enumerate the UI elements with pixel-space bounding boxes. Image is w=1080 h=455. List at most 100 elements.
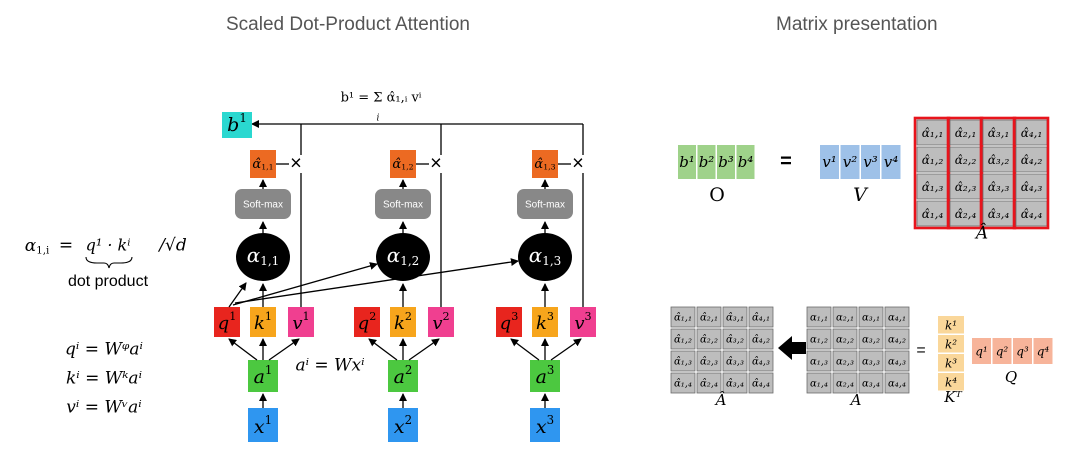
kt-col-text-2: k²: [945, 337, 957, 351]
kt-col-cell-2: [938, 335, 964, 353]
col-3-a-label: a3: [536, 363, 555, 388]
col-3-ahat-label-sub: 1,3: [543, 162, 555, 171]
bottom-ahat-t4-r3: α̂₄,₃: [752, 357, 770, 368]
q-row-text-3: q³: [1016, 345, 1029, 359]
v-row-text-1: v¹: [822, 153, 837, 171]
o-row-cell-3: [717, 145, 735, 179]
col-1-ahat-box: [250, 150, 276, 178]
v-row-cell-2: [840, 145, 860, 179]
col-2-k-box: [390, 307, 416, 337]
top-ahat-t2-r3: α̂₂,₃: [955, 180, 977, 194]
col-3-softmax-box: [517, 189, 573, 219]
top-ahat-t3-r3: α̂₃,₃: [988, 180, 1010, 194]
a-matrix-c1-r1: [806, 306, 832, 328]
alpha-formula-div: /√d: [157, 236, 187, 256]
col-1-ahat-label-base: α̂: [252, 157, 261, 172]
dot-product-label: dot product: [68, 273, 149, 290]
bottom-ahat-c2-r3: [696, 350, 722, 372]
col-3-x-box: [530, 408, 560, 442]
col-1-k-box: [250, 307, 276, 337]
top-ahat-col-outline-4: [1012, 116, 1050, 230]
a-matrix-c2-r1: [832, 306, 858, 328]
q-row-cell-4: [1033, 338, 1053, 364]
bottom-ahat-c4-r2: [748, 328, 774, 350]
bottom-ahat-t2-r1: α̂₂,₁: [700, 313, 718, 324]
b1-label-base: b: [227, 114, 239, 136]
col-2-q-label: q2: [358, 310, 377, 334]
b1-box: [222, 112, 252, 138]
col-1-a-box: [248, 360, 278, 392]
eq-v: vⁱ = Wᵛaⁱ: [66, 398, 141, 418]
o-row-cell-2: [697, 145, 716, 179]
a-matrix-c3-r3: [858, 350, 884, 372]
top-ahat-c2-r3: [949, 173, 982, 200]
kt-col-cell-4: [938, 373, 964, 391]
col-2-ahat-label: α̂1,2: [392, 157, 413, 172]
bottom-ahat-c4-r1: [748, 306, 774, 328]
col-1-x-box: [248, 408, 278, 442]
col-1-q-box: [214, 307, 240, 337]
col-2-ahat-box: [390, 150, 416, 178]
top-ahat-t3-r4: α̂₃,₄: [988, 207, 1010, 221]
kt-col-text-3: k³: [945, 356, 957, 370]
v-label: V: [853, 184, 869, 206]
col-3-softmax-label: Soft-max: [525, 200, 565, 211]
col-3-q-box: [496, 307, 522, 337]
v-row-cell-1: [820, 145, 839, 179]
bottom-ahat-t4-r1: α̂₄,₁: [752, 313, 770, 324]
a-matrix-t4-r2: α₄,₂: [888, 335, 906, 346]
b1-label-sup: 1: [239, 111, 247, 125]
col-3-ahat-label-base: α̂: [534, 157, 543, 172]
top-ahat-c1-r2: [916, 146, 949, 173]
col-3-a-to-v: [550, 338, 582, 361]
o-row-text-4: b⁴: [738, 153, 754, 171]
col-1-k-label: k1: [254, 310, 272, 334]
o-row-text-1: b¹: [679, 153, 695, 171]
col-3-x-label: x3: [536, 413, 554, 438]
top-ahat-t4-r3: α̂₄,₃: [1021, 180, 1043, 194]
bottom-equals: =: [916, 342, 925, 359]
o-row-cell-1: [678, 145, 696, 179]
top-ahat-t3-r1: α̂₃,₁: [988, 126, 1010, 140]
bottom-ahat-t1-r2: α̂₁,₂: [674, 335, 692, 346]
o-row-text-3: b³: [718, 153, 734, 171]
col-1-k-label-sup: 1: [265, 310, 272, 323]
bottom-ahat-t3-r3: α̂₃,₃: [726, 357, 744, 368]
top-ahat-t2-r2: α̂₂,₂: [955, 153, 977, 167]
col-2-a-label-sup: 2: [405, 363, 413, 377]
b1-label: b1: [227, 111, 247, 136]
col-1-v-box: [288, 307, 314, 337]
a-matrix-c2-r2: [832, 328, 858, 350]
col-2-alpha-label: α1,2: [387, 243, 420, 268]
v-row-text-3: v³: [863, 153, 878, 171]
o-row-text-2: b²: [699, 153, 715, 171]
kt-label: Kᵀ: [943, 388, 962, 406]
a-matrix-c2-r3: [832, 350, 858, 372]
col-1-a-label-sup: 1: [265, 363, 273, 377]
top-ahat-c4-r1: [1015, 119, 1048, 146]
a-matrix-c1-r3: [806, 350, 832, 372]
col-2-k-label-base: k: [394, 313, 405, 334]
a-matrix-t4-r4: α₄,₄: [888, 379, 906, 390]
q-row-text-1: q¹: [975, 345, 988, 359]
col-1-alpha-label-sub: 1,1: [260, 254, 279, 268]
top-ahat-label: Â: [974, 223, 988, 244]
col-2-a-to-v: [408, 338, 440, 361]
q1-to-alpha-1-1: [228, 282, 247, 308]
col-2-x-box: [388, 408, 418, 442]
col-2-softmax-box: [375, 189, 431, 219]
top-ahat-t4-r1: α̂₄,₁: [1021, 126, 1043, 140]
q-row-text-2: q²: [996, 345, 1009, 359]
v-row-text-2: v²: [843, 153, 858, 171]
bottom-ahat-c2-r1: [696, 306, 722, 328]
alpha-formula-dot: q¹ · kⁱ: [86, 236, 131, 255]
q1-to-alpha-1-2: [232, 262, 378, 306]
arrow-left-icon: [778, 336, 806, 360]
a-matrix-c4-r4: [884, 372, 910, 394]
kt-col-text-4: k⁴: [945, 375, 957, 389]
dot-product-brace: [85, 256, 133, 269]
kt-col-text-1: k¹: [945, 318, 957, 332]
top-ahat-t1-r4: α̂₁,₄: [922, 207, 944, 221]
col-1-a-label: a1: [254, 363, 273, 388]
